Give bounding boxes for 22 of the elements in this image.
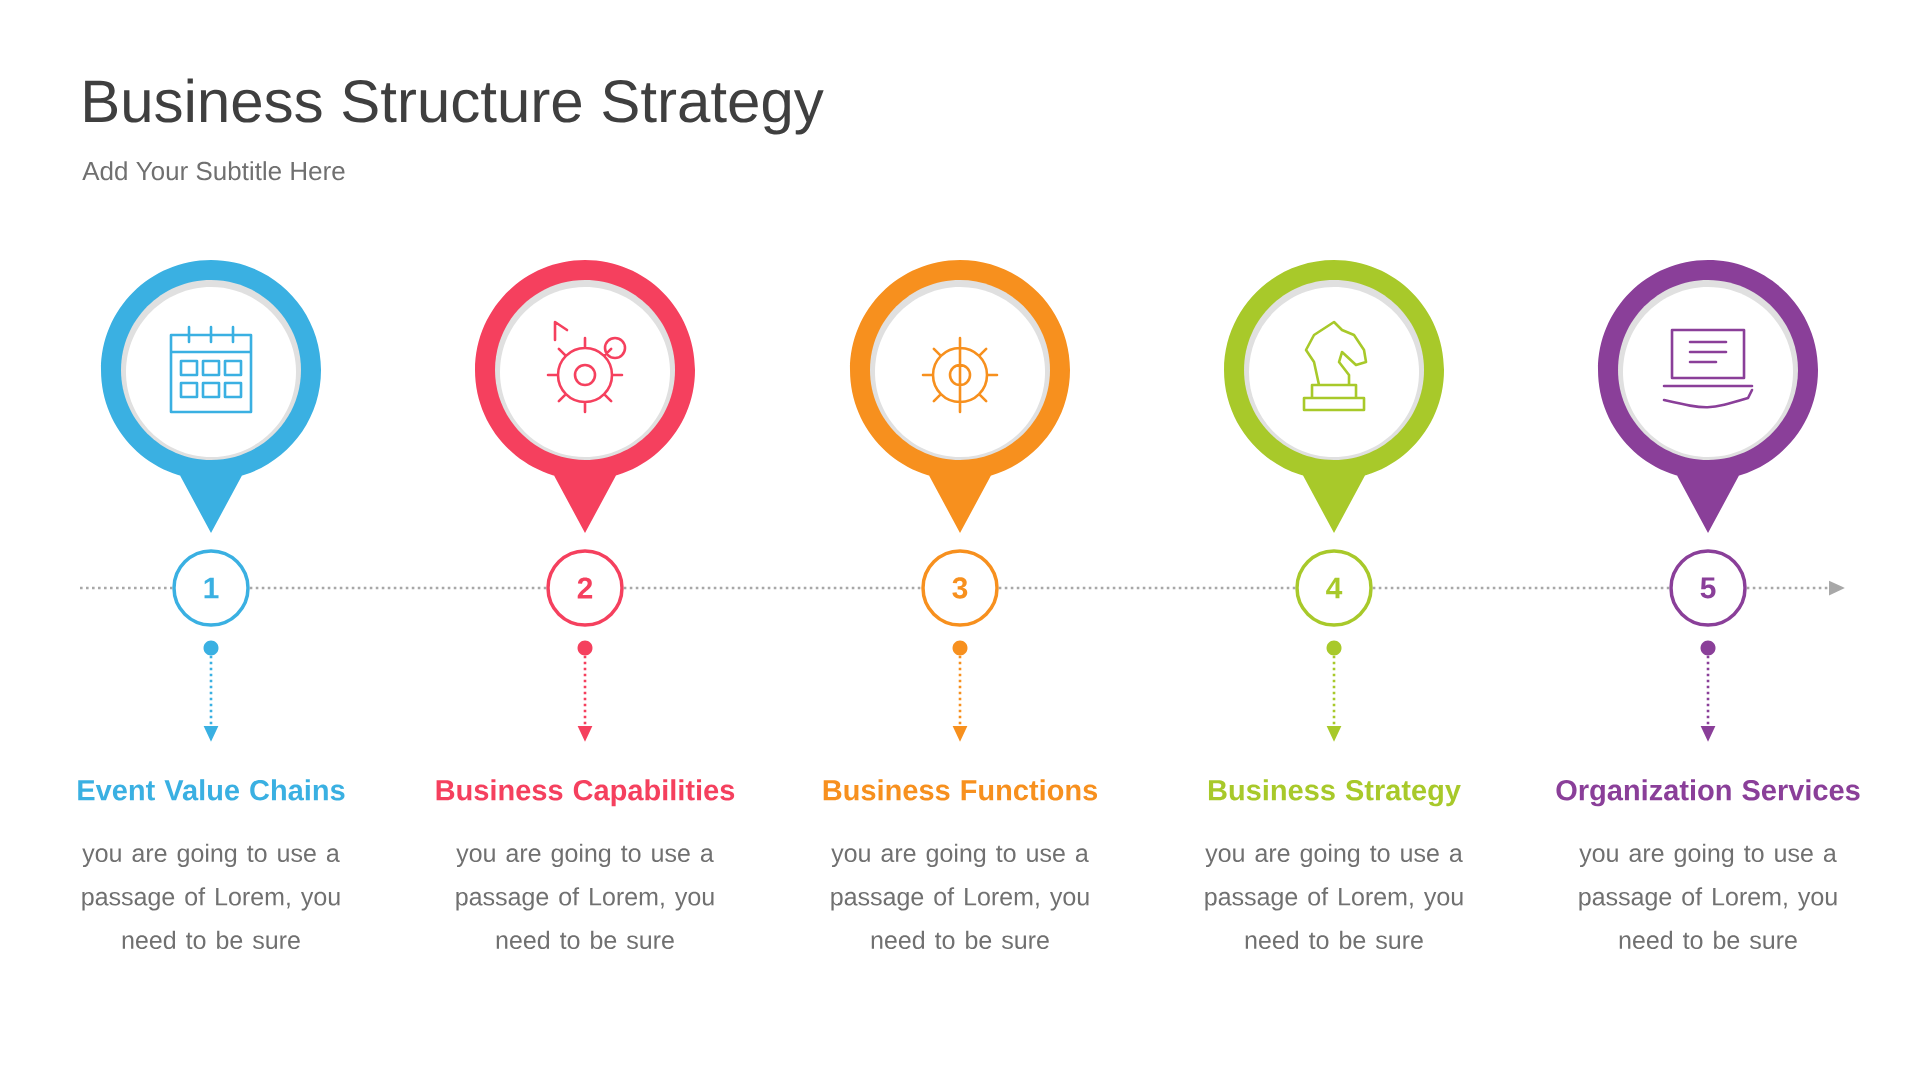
timeline-line: [998, 586, 1296, 590]
heading: Business Capabilities: [436, 779, 735, 807]
heading: Business Strategy: [1208, 779, 1461, 807]
timeline-line: [80, 586, 173, 590]
description: you are going to use a passage of Lorem, you need to be sure: [82, 843, 340, 950]
dot: [203, 640, 219, 656]
timeline-line: [249, 586, 547, 590]
heading: Business Functions: [823, 779, 1098, 801]
description: you are going to use a passage of Lorem, you need to be sure: [456, 843, 714, 950]
dot: [952, 640, 968, 656]
timeline-line: [623, 586, 922, 590]
subtitle: Add Your Subtitle Here: [82, 161, 345, 181]
dot: [1326, 640, 1342, 656]
description: you are going to use a passage of Lorem, you need to be sure: [1205, 843, 1463, 950]
title: Business Structure Strategy: [85, 78, 824, 135]
description: you are going to use a passage of Lorem, you need to be sure: [1579, 843, 1837, 950]
dot: [577, 640, 593, 656]
heading: Organization Services: [1556, 779, 1860, 807]
timeline-line: [1372, 586, 1670, 590]
dot: [1700, 640, 1716, 656]
heading: Event Value Chains: [78, 779, 345, 801]
description: you are going to use a passage of Lorem, you need to be sure: [831, 843, 1089, 950]
